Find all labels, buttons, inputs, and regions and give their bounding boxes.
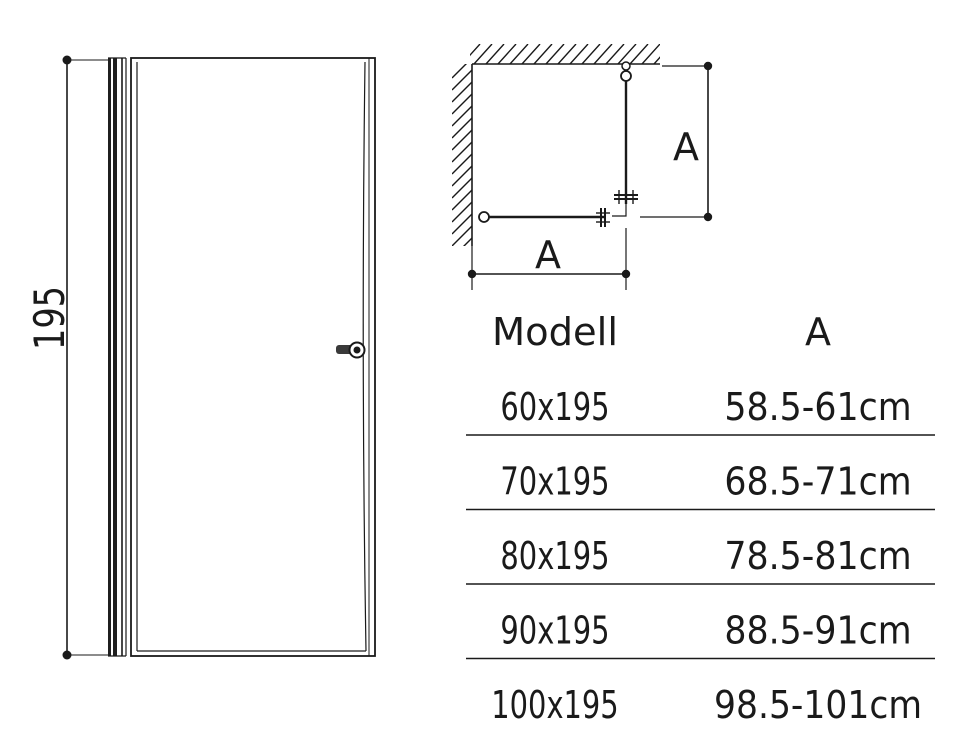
- table-cell-model: 70x195: [500, 460, 609, 504]
- table-cell-a: 58.5-61cm: [724, 385, 911, 429]
- size-table: Modell A 60x195 58.5-61cm 70x195 68.5-71cm 8…: [466, 310, 935, 727]
- door-panel: [130, 57, 376, 657]
- table-cell-model: 80x195: [500, 534, 609, 578]
- height-dimension: 195: [25, 55, 112, 660]
- table-rows: 60x195 58.5-61cm 70x195 68.5-71cm 80x195 78.5…: [466, 385, 935, 727]
- height-label: 195: [25, 286, 74, 350]
- table-cell-a: 68.5-71cm: [724, 460, 911, 504]
- front-view: 195: [25, 55, 376, 660]
- dimension-horizontal: A: [467, 228, 631, 290]
- table-cell-a: 78.5-81cm: [724, 534, 911, 578]
- table-cell-model: 60x195: [500, 385, 609, 429]
- table-cell-a: 88.5-91cm: [724, 609, 911, 653]
- table-cell-model: 100x195: [491, 683, 618, 727]
- dimension-horizontal-label: A: [535, 233, 561, 277]
- wall-profile: [108, 57, 127, 657]
- table-header-a: A: [805, 310, 831, 354]
- handle-vertical-icon: [614, 190, 638, 204]
- table-cell-model: 90x195: [500, 609, 609, 653]
- glass-panels: [478, 61, 632, 223]
- dimension-vertical: A: [640, 61, 713, 222]
- table-header-model: Modell: [492, 310, 618, 354]
- door-handle-icon: [336, 341, 366, 359]
- plan-view: A A: [452, 44, 713, 290]
- wall-hatching: [452, 44, 660, 246]
- dimension-vertical-label: A: [673, 125, 699, 169]
- table-cell-a: 98.5-101cm: [714, 683, 922, 727]
- handle-horizontal-icon: [596, 208, 610, 227]
